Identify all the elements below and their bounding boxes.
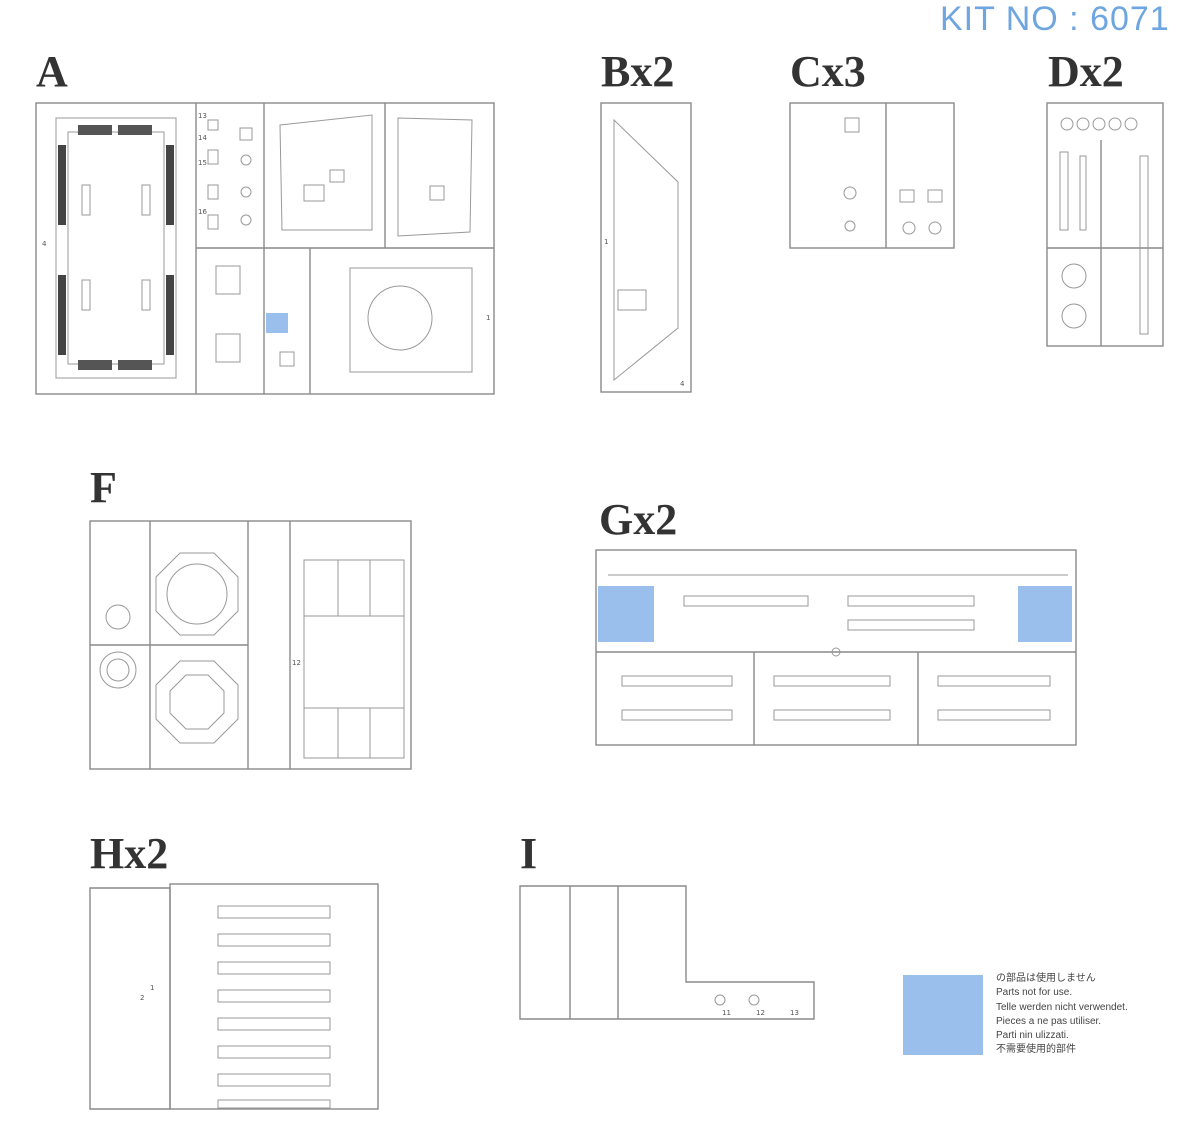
sprue-label-b: Bx2 (601, 47, 675, 96)
sprue-h: 1 2 (89, 883, 379, 1110)
legend-line-de: Telle werden nicht verwendet. (996, 1001, 1128, 1013)
sprue-label-f: F (90, 463, 117, 512)
svg-text:1: 1 (486, 314, 490, 322)
svg-text:12: 12 (292, 659, 301, 667)
svg-text:2: 2 (140, 994, 144, 1002)
sprue-label-h: Hx2 (90, 829, 169, 878)
sprue-b: 1 4 (600, 102, 692, 393)
sprue-d (1046, 102, 1164, 347)
svg-text:12: 12 (756, 1009, 765, 1017)
legend-text: の部品は使用しません Parts not for use. Telle werd… (996, 972, 1128, 1058)
svg-text:4: 4 (42, 240, 47, 248)
sprue-label-c: Cx3 (790, 47, 866, 96)
sprue-c (789, 102, 955, 249)
legend-line-en: Parts not for use. (996, 987, 1073, 999)
kit-number: KIT NO : 6071 (940, 0, 1170, 38)
legend-line-fr: Pieces a ne pas utiliser. (996, 1015, 1102, 1027)
sprue-g (595, 549, 1077, 746)
svg-text:13: 13 (790, 1009, 799, 1017)
sprue-label-d: Dx2 (1048, 47, 1124, 96)
svg-text:1: 1 (604, 238, 608, 246)
svg-text:14: 14 (198, 134, 207, 142)
sprue-f: 12 (89, 520, 412, 770)
svg-text:15: 15 (198, 159, 207, 167)
sprue-a: 4 13 14 15 16 1 (35, 102, 495, 395)
svg-text:11: 11 (722, 1009, 731, 1017)
sprue-i: 11 12 13 (519, 885, 815, 1020)
legend-line-ja: の部品は使用しません (996, 973, 1096, 984)
svg-text:1: 1 (150, 984, 154, 992)
svg-text:13: 13 (198, 112, 207, 120)
legend-swatch (903, 975, 983, 1055)
svg-text:4: 4 (680, 380, 685, 388)
sprue-label-a: A (36, 47, 68, 96)
sprue-label-g: Gx2 (599, 495, 678, 544)
svg-text:16: 16 (198, 208, 207, 216)
legend-line-it: Parti nin ulizzati. (996, 1030, 1069, 1042)
sprue-label-i: I (520, 829, 538, 878)
legend-line-zh: 不需要使用的部件 (996, 1044, 1076, 1056)
